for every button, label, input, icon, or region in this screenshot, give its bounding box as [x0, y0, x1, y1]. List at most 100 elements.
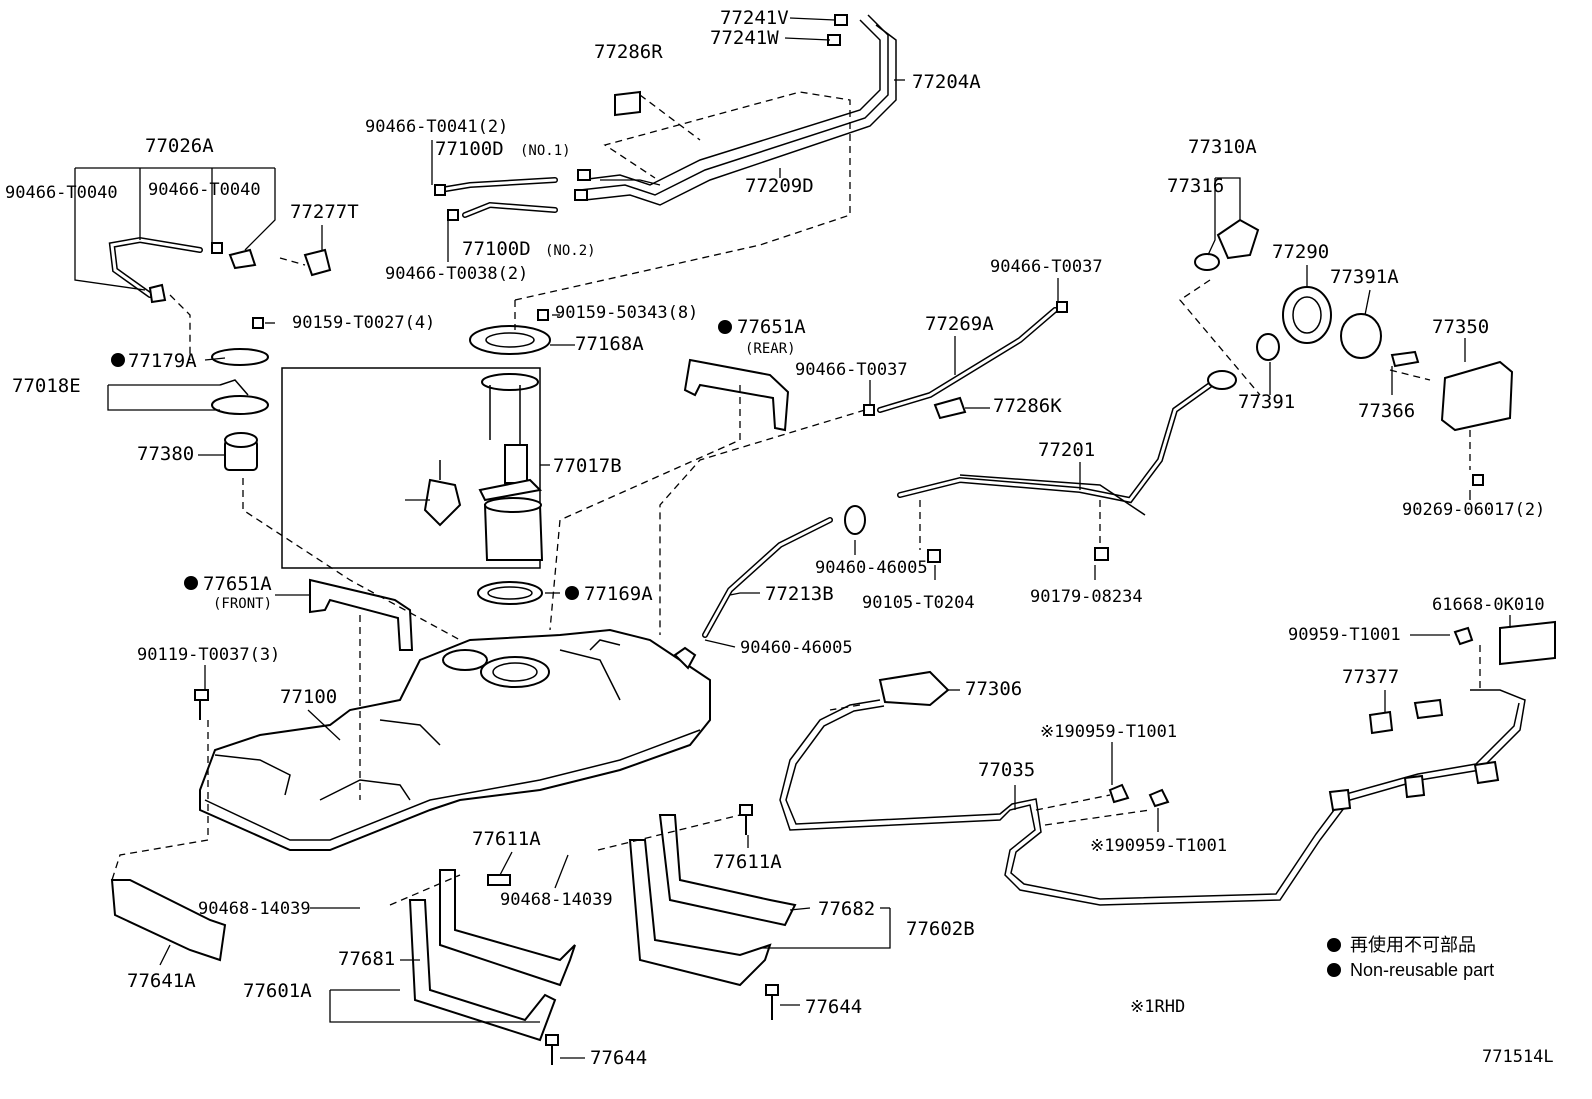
label-77651A-front-note: (FRONT) — [213, 596, 272, 612]
label-77269A: 77269A — [925, 313, 994, 335]
label-77213B: 77213B — [765, 583, 834, 605]
label-plate-61668 — [1499, 620, 1556, 666]
label-90159-50343: 90159-50343(8) — [555, 303, 698, 323]
label-77277T: 77277T — [290, 201, 359, 223]
label-90959-T1001-b: ※190959-T1001 — [1040, 722, 1177, 742]
sender-gauge-shape — [211, 348, 269, 415]
label-77179A: 77179A — [128, 350, 197, 372]
label-61668-0K010: 61668-0K010 — [1432, 595, 1545, 615]
label-77100D-no2: 77100D — [462, 238, 531, 260]
fuel-filter-shape — [224, 432, 258, 471]
label-90468-14039-a: 90468-14039 — [198, 899, 311, 919]
label-77306: 77306 — [965, 678, 1022, 700]
label-90466-T0040-a: 90466-T0040 — [5, 183, 118, 203]
label-77169A: 77169A — [584, 583, 653, 605]
clamp-77286R — [614, 90, 641, 117]
label-77391A: 77391A — [1330, 266, 1399, 288]
label-77310A: 77310A — [1188, 136, 1257, 158]
hinge-77366 — [1390, 350, 1420, 368]
label-90466-T0037-a: 90466-T0037 — [990, 257, 1103, 277]
label-90959-T1001-a: 90959-T1001 — [1288, 625, 1401, 645]
label-77682: 77682 — [818, 898, 875, 920]
label-90460-46005-b: 90460-46005 — [740, 638, 853, 658]
label-77209D: 77209D — [745, 175, 814, 197]
label-77366: 77366 — [1358, 400, 1415, 422]
label-90119-T0037: 90119-T0037(3) — [137, 645, 280, 665]
label-77241W: 77241W — [710, 27, 779, 49]
label-77350: 77350 — [1432, 316, 1489, 338]
filler-opening-shape — [1256, 286, 1382, 361]
label-77100D-no2-note: (NO.2) — [545, 243, 596, 259]
fuel-lines-77209D — [579, 14, 897, 206]
label-77017B: 77017B — [553, 455, 622, 477]
label-77651A-rear: 77651A — [737, 316, 806, 338]
label-77286K: 77286K — [993, 395, 1062, 417]
fuel-pump-assembly-box — [281, 367, 541, 569]
legend-en: Non-reusable part — [1350, 960, 1494, 980]
label-77100: 77100 — [280, 686, 337, 708]
label-77611A-a: 77611A — [472, 828, 541, 850]
label-77204A: 77204A — [912, 71, 981, 93]
rhd-note: ※1RHD — [1130, 997, 1185, 1017]
label-90460-46005-a: 90460-46005 — [815, 558, 928, 578]
label-77651A-rear-note: (REAR) — [745, 341, 796, 357]
label-77100D-no1: 77100D — [435, 138, 504, 160]
label-77026A: 77026A — [145, 135, 214, 157]
label-77316: 77316 — [1167, 175, 1224, 197]
filler-pipe-77201 — [897, 370, 1237, 516]
label-77380: 77380 — [137, 443, 194, 465]
label-77391: 77391 — [1238, 391, 1295, 413]
non-reusable-dot-77179A — [111, 353, 125, 367]
label-77602B: 77602B — [906, 918, 975, 940]
label-90466-T0038: 90466-T0038(2) — [385, 264, 528, 284]
legend-dot-en — [1327, 963, 1341, 977]
fuel-line-77035 — [779, 689, 1526, 906]
legend-dot-jp — [1327, 938, 1341, 952]
label-77644-a: 77644 — [805, 996, 862, 1018]
label-77644-b: 77644 — [590, 1047, 647, 1069]
label-77100D-no1-note: (NO.1) — [520, 143, 571, 159]
label-90269-06017: 90269-06017(2) — [1402, 500, 1545, 520]
label-77377: 77377 — [1342, 666, 1399, 688]
label-77241V: 77241V — [720, 7, 789, 29]
protector-77641A — [110, 879, 227, 962]
tank-straps-rear — [628, 814, 797, 987]
non-reusable-dot-77169A — [565, 586, 579, 600]
label-77018E: 77018E — [12, 375, 81, 397]
non-reusable-dot-77651A-front — [184, 576, 198, 590]
label-77286R: 77286R — [594, 41, 663, 63]
legend-jp: 再使用不可部品 — [1350, 935, 1476, 955]
fuel-pump-shape — [423, 373, 544, 561]
label-90105-T0204: 90105-T0204 — [862, 593, 975, 613]
label-90466-T0040-b: 90466-T0040 — [148, 180, 261, 200]
label-77290: 77290 — [1272, 241, 1329, 263]
hose-77213B — [702, 517, 833, 638]
non-reusable-dot-77651A-rear — [718, 320, 732, 334]
tank-straps-front — [408, 869, 576, 1042]
tank-band-rear-shape — [683, 358, 790, 432]
label-90179-08234: 90179-08234 — [1030, 587, 1143, 607]
label-77611A-b: 77611A — [713, 851, 782, 873]
figure-id: 771514L — [1482, 1047, 1554, 1067]
tank-band-front-shape — [309, 578, 414, 651]
label-77681: 77681 — [338, 948, 395, 970]
label-90466-T0041: 90466-T0041(2) — [365, 117, 508, 137]
label-90468-14039-b: 90468-14039 — [500, 890, 613, 910]
fuel-door-77350 — [1440, 360, 1514, 432]
label-77168A: 77168A — [575, 333, 644, 355]
label-90466-T0037-b: 90466-T0037 — [795, 360, 908, 380]
label-77641A: 77641A — [127, 970, 196, 992]
label-77035: 77035 — [978, 759, 1035, 781]
valve-77306 — [878, 670, 950, 707]
label-77201: 77201 — [1038, 439, 1095, 461]
gasket-77169A — [477, 581, 543, 605]
label-90159-T0027: 90159-T0027(4) — [292, 313, 435, 333]
label-77601A: 77601A — [243, 980, 312, 1002]
label-90959-T1001-c: ※190959-T1001 — [1090, 836, 1227, 856]
gasket-77168A — [469, 325, 551, 355]
fuel-cap-shape — [1194, 218, 1260, 271]
label-77651A-front: 77651A — [203, 573, 272, 595]
connector-77377 — [1368, 710, 1394, 735]
